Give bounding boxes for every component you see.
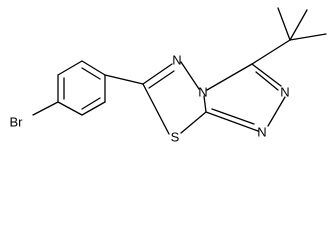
bond-c-s: [142, 83, 170, 135]
atom-nitrogen-3: N: [280, 85, 289, 100]
atom-sulfur: S: [171, 130, 180, 145]
bond-cq-me3: [289, 9, 308, 41]
bond-n2-c3: [206, 63, 253, 91]
bond-c3-n3: [251, 63, 282, 87]
atom-nitrogen-4: N: [257, 125, 266, 140]
atom-bromine: Br: [10, 115, 24, 130]
bond-br-c: [32, 101, 59, 116]
bond-ring-a2: [57, 60, 83, 76]
bonds: [32, 7, 327, 135]
bond-s-c: [180, 111, 207, 134]
bond-n3-n4: [267, 96, 286, 127]
bond-c-n1: [142, 63, 173, 85]
bond-c-n1-double: [148, 70, 175, 89]
bond-n4-c: [205, 111, 259, 132]
bond-cq-me2: [289, 33, 327, 41]
bond-c3-n3-double: [255, 71, 279, 91]
bond-n4-c-double: [211, 108, 255, 125]
bond-ring-a5: [81, 101, 106, 116]
bond-ring-a6: [57, 101, 83, 116]
atom-nitrogen-1: N: [172, 53, 181, 68]
bond-ring-a3-inner: [81, 67, 101, 80]
molecule-structure: Br N N N N S: [10, 7, 327, 145]
bond-aryl-c: [104, 74, 144, 85]
atom-nitrogen-2: N: [198, 85, 207, 100]
bond-ring-a5-inner: [81, 97, 101, 110]
bond-c3-cq: [251, 39, 291, 65]
bond-cq-me1: [277, 7, 291, 41]
bond-ring-a3: [81, 60, 106, 76]
bond-n2-c: [203, 95, 207, 113]
bond-n1-n2: [180, 61, 200, 90]
